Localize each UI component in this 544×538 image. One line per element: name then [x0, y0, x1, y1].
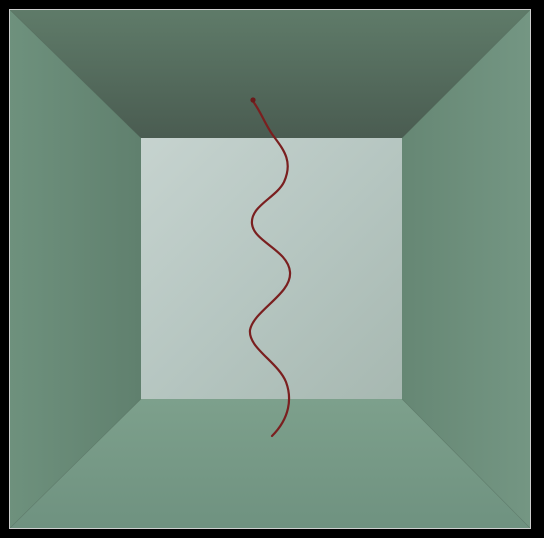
back-wall	[141, 138, 402, 399]
rope-anchor-knot	[250, 97, 256, 103]
floor-wall	[10, 399, 530, 528]
rope-curve	[248, 98, 292, 438]
room-edges	[10, 10, 530, 528]
left-wall	[10, 10, 141, 528]
ceiling-wall	[10, 10, 530, 138]
right-wall	[402, 10, 530, 528]
3d-viewport[interactable]	[9, 9, 531, 529]
room-scene	[10, 10, 530, 528]
